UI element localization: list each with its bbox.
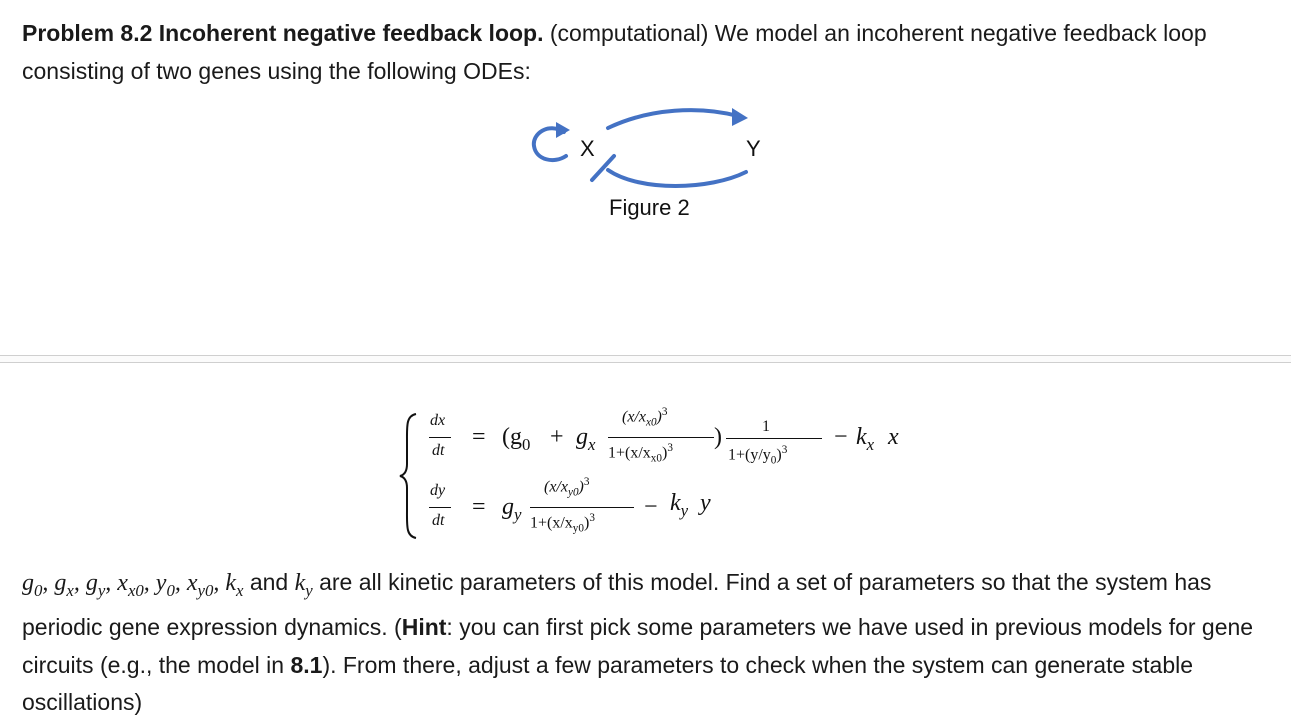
eq2-var: y — [700, 490, 711, 516]
eq1-k-sub: x — [866, 434, 875, 454]
eq1-frac1-num: (x/x — [622, 408, 646, 426]
param-ky-sub: y — [305, 580, 313, 600]
param-xx0-sub: x0 — [127, 580, 144, 600]
node-x-label: X — [580, 136, 595, 161]
eq1-minus: − — [834, 424, 848, 450]
eq2-frac-den: 1+(x/x — [530, 514, 573, 532]
eq1-open-g: (g — [502, 424, 522, 450]
eq2-frac-den-sup: 3 — [589, 512, 595, 524]
model-reference: 8.1 — [290, 651, 323, 678]
eq1-frac2-den: 1+(y/y — [728, 446, 771, 464]
eq2-gy-sub: y — [514, 504, 522, 524]
eq1-g0-sub: 0 — [522, 434, 531, 454]
eq1-var: x — [888, 424, 899, 450]
node-y-label: Y — [746, 136, 761, 161]
repression-arc — [606, 168, 748, 188]
param-sep: , — [174, 570, 181, 596]
param-y0: y — [155, 570, 167, 596]
param-g0: g — [22, 570, 34, 596]
eq1-frac1-den-sup: 3 — [667, 442, 673, 454]
eq2-frac-num: (x/x — [544, 478, 568, 496]
eq2-lhs-den: dt — [432, 512, 445, 529]
activation-arrow — [606, 108, 740, 130]
param-sep: , — [42, 570, 49, 596]
param-g0-sub: 0 — [34, 580, 43, 600]
feedback-loop-figure: X Y Figure 2 — [520, 100, 780, 230]
eq1-frac1-num-tail: ) — [656, 408, 662, 426]
eq1-frac2-num: 1 — [762, 418, 770, 435]
repression-bar — [590, 154, 616, 182]
eq1-frac1-num-sup: 3 — [661, 406, 668, 418]
param-xy0-sub: y0 — [197, 580, 214, 600]
eq2-frac-num-sub: y0 — [567, 486, 579, 499]
ode-system: dx dt = (g0 + gx (x/xx0)3 1+(x/xx0)3 ) 1… — [398, 404, 918, 544]
param-kx-sub: x — [236, 580, 244, 600]
eq1-frac2-den-sup: 3 — [781, 444, 788, 456]
eq1-k: k — [856, 424, 867, 450]
eq1-gx: g — [576, 424, 588, 450]
eq1-lhs-num: dx — [430, 412, 446, 429]
eq1-frac1-den-sub: x0 — [650, 452, 662, 465]
feedback-loop-diagram — [531, 108, 748, 188]
self-loop-arrow — [531, 126, 568, 163]
eq2-minus: − — [644, 494, 658, 520]
hint-label: Hint — [401, 614, 447, 641]
eq1-gx-sub: x — [588, 434, 596, 454]
eq2-lhs-num: dy — [430, 482, 446, 499]
eq2-frac-num-tail: ) — [578, 478, 584, 496]
eq1-frac1-den: 1+(x/x — [608, 444, 651, 462]
eq2-frac-den-sub: y0 — [572, 522, 584, 535]
param-xy0: x — [186, 570, 198, 596]
eq2-gy: g — [502, 494, 514, 520]
eq2-k: k — [670, 490, 681, 516]
problem-intro-text: (computational) We model an incoherent n… — [22, 20, 1207, 84]
param-gy-sub: y — [97, 580, 106, 600]
eq1-lhs-den: dt — [432, 442, 445, 459]
param-gy: g — [85, 570, 98, 596]
activation-arrowhead — [732, 108, 748, 126]
eq1-plus: + — [550, 424, 564, 450]
problem-body: g0, gx, gy, xx0, y0, xy0, kx and ky are … — [22, 564, 1282, 722]
param-ky: k — [294, 570, 306, 596]
eq1-close: ) — [714, 424, 722, 450]
param-sep: , — [105, 570, 112, 596]
system-brace — [399, 413, 417, 539]
problem-intro: Problem 8.2 Incoherent negative feedback… — [22, 15, 1272, 90]
param-xx0: x — [117, 570, 128, 596]
param-gx-sub: x — [66, 580, 74, 600]
param-y0-sub: 0 — [166, 580, 175, 600]
eq2-frac-den-tail: ) — [583, 514, 590, 532]
problem-title: Problem 8.2 Incoherent negative feedback… — [22, 20, 544, 46]
eq1-frac2-den-sub: 0 — [770, 454, 777, 467]
param-gx: g — [54, 570, 67, 596]
body-text-3: ). From there, adjust a few parameters t… — [22, 651, 1194, 716]
self-loop-arrowhead — [556, 122, 570, 138]
eq2-frac-num-sup: 3 — [583, 476, 590, 488]
param-sep: , — [213, 570, 220, 596]
body-text-1: are all kinetic parameters of this model… — [22, 569, 1212, 641]
body-text-2: : you can first pick some parameters we … — [22, 614, 1254, 678]
param-sep: , — [143, 570, 150, 596]
param-sep: , — [73, 570, 80, 596]
eq1-frac2-den-tail: ) — [776, 446, 782, 464]
figure-caption: Figure 2 — [609, 195, 690, 220]
param-and: and — [249, 569, 289, 595]
eq1-frac1-num-sub: x0 — [645, 416, 657, 429]
param-kx: k — [225, 570, 236, 596]
eq1-frac1-den-tail: ) — [661, 444, 668, 462]
eq2-equals: = — [472, 494, 486, 520]
parameter-list: g0, gx, gy, xx0, y0, xy0, kx — [22, 570, 243, 600]
eq1-equals: = — [472, 424, 486, 450]
eq2-k-sub: y — [680, 500, 689, 520]
section-divider — [0, 355, 1291, 363]
